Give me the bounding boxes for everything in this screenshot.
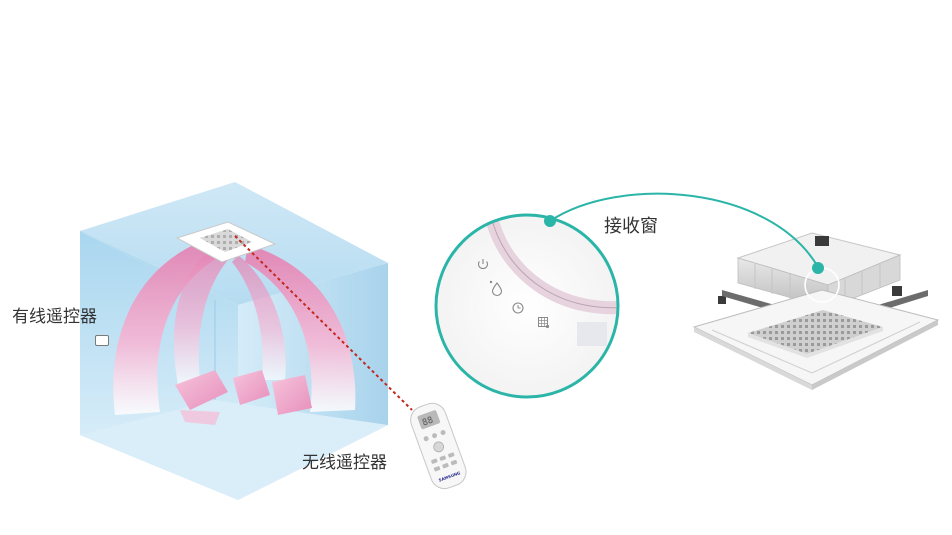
remote-button <box>432 433 438 439</box>
receiver-callout <box>434 213 620 399</box>
remote-button <box>442 463 449 469</box>
wired-remote-label: 有线遥控器 <box>12 307 97 327</box>
airflow-front <box>232 255 286 380</box>
airflow-back <box>173 245 232 385</box>
remote-button <box>433 441 445 453</box>
remote-button <box>450 459 458 466</box>
remote-display <box>417 410 440 430</box>
airflow-block <box>233 370 270 405</box>
remote-button <box>433 466 441 472</box>
remote-button <box>440 430 446 436</box>
airflow-block <box>272 375 312 415</box>
receiver-window <box>577 322 607 346</box>
airflow-left <box>113 240 222 415</box>
remote-button <box>448 452 455 458</box>
airflow-block <box>175 370 228 410</box>
power-icon <box>477 259 489 270</box>
cassette-unit <box>692 232 940 390</box>
callout-dot-lens <box>544 215 556 227</box>
humidity-icon <box>489 280 503 297</box>
filter-icon <box>538 317 550 329</box>
remote-button <box>423 436 429 442</box>
timer-icon <box>512 302 524 314</box>
ir-signal-line <box>234 235 413 411</box>
callout-connector <box>549 192 819 268</box>
cassette-grille <box>748 310 883 354</box>
room-floor <box>80 400 388 500</box>
airflow-block <box>180 410 220 425</box>
room-unit-grille <box>200 229 252 252</box>
wireless-remote: 88 SAMSUNG <box>410 402 467 490</box>
wireless-remote-label: 无线遥控器 <box>302 453 387 473</box>
receiver-window-label: 接收窗 <box>604 216 658 237</box>
callout-dot-unit <box>812 262 824 274</box>
airflow-right <box>245 245 356 412</box>
room-illustration <box>79 182 388 500</box>
remote-button <box>439 455 447 461</box>
svg-text:88: 88 <box>421 415 435 428</box>
wired-remote-device <box>95 335 109 346</box>
remote-button <box>431 458 438 464</box>
